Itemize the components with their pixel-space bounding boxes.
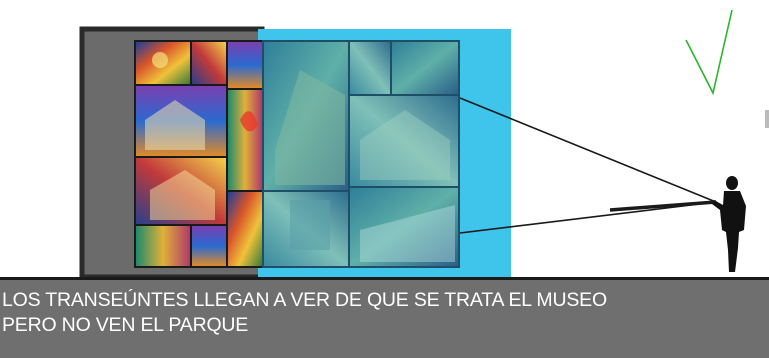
tinted-collage (262, 40, 460, 268)
caption-line-2: PERO NO VEN EL PARQUE (2, 314, 249, 336)
edge-fragment (765, 110, 769, 128)
caption-line-1: LOS TRANSEÚNTES LLEGAN A VER DE QUE SE T… (2, 289, 607, 311)
sight-lines (459, 97, 717, 234)
ground-slab (0, 277, 769, 358)
check-mark-icon (685, 9, 733, 96)
person-silhouette-icon (712, 176, 746, 272)
painting-collage (134, 40, 264, 268)
caption: LOS TRANSEÚNTES LLEGAN A VER DE QUE SE T… (2, 288, 762, 338)
